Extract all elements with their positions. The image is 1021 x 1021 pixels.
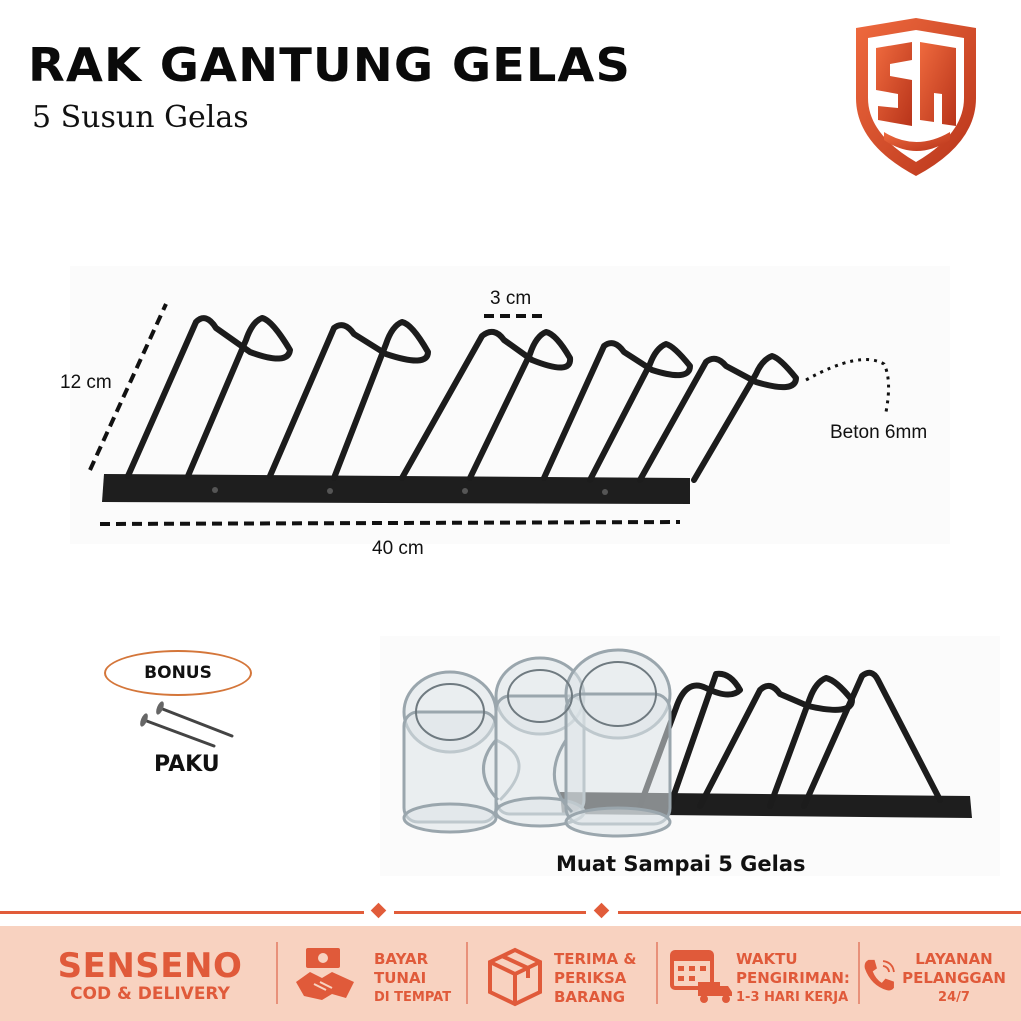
feature-cod-line2: TUNAI bbox=[374, 969, 427, 987]
height-dimension-label: 12 cm bbox=[60, 372, 112, 393]
phone-support-icon bbox=[864, 959, 895, 991]
footer-separator bbox=[276, 942, 278, 1004]
calendar-truck-icon bbox=[670, 950, 732, 1003]
feature-support-line2: PELANGGAN bbox=[902, 969, 1006, 987]
feature-cod-line3: DI TEMPAT bbox=[374, 990, 452, 1005]
divider-line-left bbox=[0, 911, 364, 914]
feature-delivery-line1: WAKTU bbox=[736, 950, 798, 968]
bonus-item-label: PAKU bbox=[154, 752, 220, 777]
nail-icon bbox=[142, 706, 234, 748]
footer-separator bbox=[858, 942, 860, 1004]
material-label: Beton 6mm bbox=[830, 422, 928, 443]
brand-name: SENSENO bbox=[57, 946, 243, 986]
page-subtitle: 5 Susun Gelas bbox=[32, 100, 249, 135]
bonus-badge: BONUS bbox=[104, 650, 252, 696]
feature-inspect-line3: BARANG bbox=[554, 988, 626, 1006]
feature-cod-line1: BAYAR bbox=[374, 950, 429, 968]
shield-sh-logo bbox=[856, 18, 976, 176]
divider-line-right bbox=[618, 911, 1021, 914]
capacity-caption: Muat Sampai 5 Gelas bbox=[556, 852, 806, 876]
cash-handshake-icon bbox=[296, 948, 354, 1000]
footer-separator bbox=[466, 942, 468, 1004]
feature-delivery-line2: PENGIRIMAN: bbox=[736, 969, 850, 987]
length-dimension-label: 40 cm bbox=[372, 538, 424, 559]
package-box-icon bbox=[488, 947, 542, 1007]
feature-cod: BAYAR TUNAI DI TEMPAT bbox=[292, 940, 462, 1010]
footer-bar: SENSENO COD & DELIVERY BAYAR TUNAI DI TE… bbox=[0, 926, 1021, 1021]
feature-support: LAYANAN PELANGGAN 24/7 bbox=[860, 940, 1020, 1010]
divider-line-mid bbox=[394, 911, 586, 914]
page-title: RAK GANTUNG GELAS bbox=[28, 38, 631, 92]
brand-block: SENSENO COD & DELIVERY bbox=[34, 948, 266, 1004]
feature-inspect-line2: PERIKSA bbox=[554, 969, 627, 987]
feature-inspect: TERIMA & PERIKSA BARANG bbox=[482, 940, 652, 1010]
feature-delivery-time: WAKTU PENGIRIMAN: 1-3 HARI KERJA bbox=[668, 940, 858, 1010]
gap-dimension-label: 3 cm bbox=[490, 288, 532, 309]
feature-support-line3: 24/7 bbox=[938, 990, 970, 1005]
feature-inspect-line1: TERIMA & bbox=[554, 950, 637, 968]
feature-delivery-line3: 1-3 HARI KERJA bbox=[736, 990, 849, 1005]
footer-separator bbox=[656, 942, 658, 1004]
brand-subtitle: COD & DELIVERY bbox=[70, 984, 230, 1004]
feature-support-line1: LAYANAN bbox=[915, 950, 993, 968]
